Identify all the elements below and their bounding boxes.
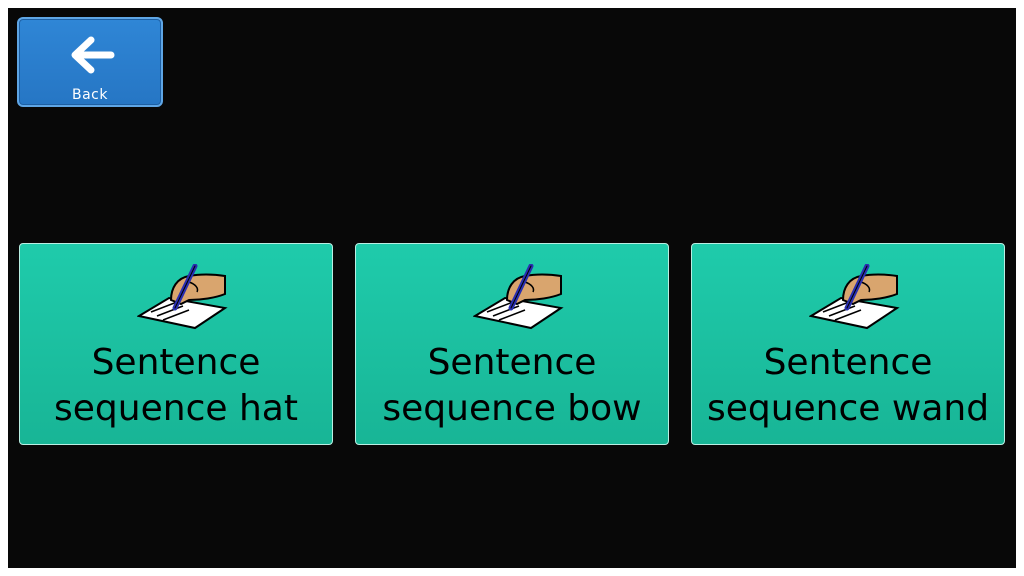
activity-tiles: Sentence sequence hat Sentence sequence … [19,243,1005,445]
tile-sentence-sequence-hat[interactable]: Sentence sequence hat [19,243,333,445]
tile-sentence-sequence-wand[interactable]: Sentence sequence wand [691,243,1005,445]
back-button[interactable]: Back [17,17,163,107]
tile-label-line2: sequence wand [706,388,990,429]
back-button-label: Back [72,87,108,103]
app-screen: Back Sentence sequence hat [8,8,1016,568]
tile-label-line2: sequence bow [382,388,642,429]
tile-label-line1: Sentence [427,342,597,383]
tile-label-line1: Sentence [763,342,933,383]
tile-label-line2: sequence hat [54,388,298,429]
tile-label: Sentence sequence bow [356,340,668,432]
tile-sentence-sequence-bow[interactable]: Sentence sequence bow [355,243,669,445]
writing-hand-icon [137,264,228,330]
writing-hand-icon [809,264,900,330]
tile-label-line1: Sentence [91,342,261,383]
arrow-left-icon [71,36,115,74]
tile-label: Sentence sequence wand [692,340,1004,432]
writing-hand-icon [473,264,564,330]
tile-label: Sentence sequence hat [20,340,332,432]
